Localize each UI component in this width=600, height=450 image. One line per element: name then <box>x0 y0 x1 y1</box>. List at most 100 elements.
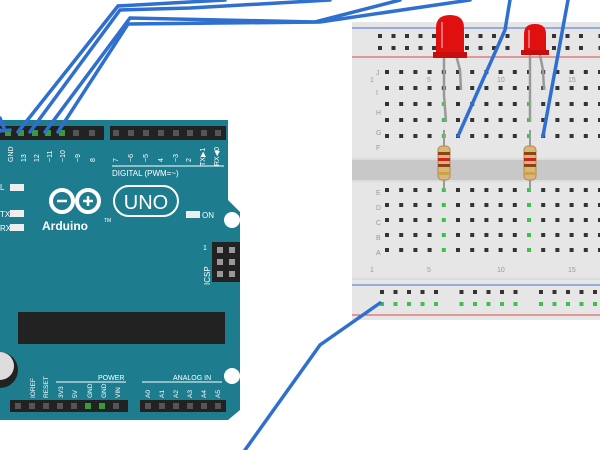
breadboard-hole <box>541 218 546 222</box>
header-socket[interactable] <box>143 130 149 136</box>
breadboard-hole <box>399 218 404 222</box>
column-number: 1 <box>370 77 374 84</box>
breadboard-hole <box>498 233 503 237</box>
wire-pin12[interactable] <box>28 0 332 134</box>
pin-label: ~5 <box>143 154 150 162</box>
row-letter: I <box>376 90 378 97</box>
column-numbers-top: 1 5 10 15 <box>370 77 576 84</box>
breadboard-hole <box>498 188 503 192</box>
header-socket[interactable] <box>29 403 35 409</box>
header-socket[interactable] <box>201 130 207 136</box>
breadboard-hole <box>593 290 597 294</box>
breadboard-hole <box>432 46 436 50</box>
breadboard-hole <box>541 233 546 237</box>
header-socket[interactable] <box>5 130 11 136</box>
breadboard-hole <box>484 203 489 207</box>
resistor-1[interactable] <box>437 130 451 190</box>
header-socket[interactable] <box>18 130 24 136</box>
header-socket[interactable] <box>45 130 51 136</box>
breadboard-hole <box>598 70 600 74</box>
header-socket[interactable] <box>15 403 21 409</box>
breadboard-hole <box>399 134 404 138</box>
resistor-2[interactable] <box>523 130 537 190</box>
header-socket[interactable] <box>187 403 193 409</box>
analog-label: ANALOG IN <box>173 375 211 382</box>
breadboard-hole <box>385 248 389 252</box>
breadboard-hole <box>399 118 404 122</box>
wire-pin10[interactable] <box>56 0 472 134</box>
wire-pin11[interactable] <box>43 0 402 134</box>
pin-label: ~3 <box>173 154 180 162</box>
breadboard-hole <box>385 118 389 122</box>
header-socket[interactable] <box>85 403 91 409</box>
header-socket[interactable] <box>113 130 119 136</box>
breadboard-hole <box>385 218 389 222</box>
breadboard-hole <box>427 218 432 222</box>
header-socket[interactable] <box>201 403 207 409</box>
microcontroller-chip <box>18 312 225 344</box>
header-socket[interactable] <box>128 130 134 136</box>
row-letters-bottom: E D C B A <box>376 190 381 257</box>
breadboard-hole <box>492 46 496 50</box>
header-socket[interactable] <box>215 403 221 409</box>
wire-pin13[interactable] <box>16 0 227 134</box>
breadboard-hole <box>552 34 556 38</box>
breadboard-hole <box>569 233 574 237</box>
breadboard-hole <box>498 218 503 222</box>
breadboard-hole <box>500 290 504 294</box>
breadboard-hole <box>579 46 583 50</box>
header-socket[interactable] <box>32 130 38 136</box>
breadboard-hole <box>598 248 600 252</box>
header-socket[interactable] <box>59 130 65 136</box>
header-socket[interactable] <box>71 403 77 409</box>
resistor-band <box>438 164 450 167</box>
l-led-label: L <box>0 183 5 192</box>
wire-led2[interactable] <box>541 0 570 138</box>
breadboard-hole <box>470 118 475 122</box>
breadboard-hole <box>456 233 460 237</box>
led-2[interactable] <box>521 24 549 122</box>
breadboard-hole <box>427 102 432 106</box>
led-rim <box>521 50 549 55</box>
header-socket[interactable] <box>113 403 119 409</box>
breadboard-hole <box>456 188 460 192</box>
breadboard-hole <box>512 248 517 252</box>
header-socket[interactable] <box>89 130 95 136</box>
breadboard-hole <box>413 233 418 237</box>
icsp-pin <box>229 271 235 277</box>
header-socket[interactable] <box>99 403 105 409</box>
breadboard-hole <box>385 86 389 90</box>
header-socket[interactable] <box>73 130 79 136</box>
breadboard-hole <box>598 233 600 237</box>
breadboard-hole <box>456 218 460 222</box>
breadboard-hole <box>583 134 588 138</box>
column-number: 5 <box>427 267 431 274</box>
header-socket[interactable] <box>159 403 165 409</box>
breadboard-hole <box>569 70 574 74</box>
icsp-pin-one: 1 <box>203 245 207 252</box>
header-socket[interactable] <box>158 130 164 136</box>
led-1[interactable] <box>433 15 467 123</box>
breadboard-hole <box>512 70 517 74</box>
breadboard-hole <box>413 248 418 252</box>
header-socket[interactable] <box>43 403 49 409</box>
arduino-logo-icon <box>49 188 101 214</box>
wire-ground[interactable] <box>243 301 382 450</box>
header-socket[interactable] <box>215 130 221 136</box>
icsp-pin <box>217 259 223 265</box>
breadboard-hole <box>473 302 477 306</box>
header-socket[interactable] <box>173 130 179 136</box>
header-socket[interactable] <box>57 403 63 409</box>
breadboard-hole <box>441 233 446 237</box>
digital-header-left <box>0 126 104 140</box>
header-socket[interactable] <box>145 403 151 409</box>
breadboard-hole <box>598 86 600 90</box>
wire-led1[interactable] <box>456 0 512 138</box>
resistor-band <box>438 158 450 161</box>
trademark: TM <box>104 218 111 224</box>
row-letter: G <box>376 130 381 137</box>
breadboard-hole <box>427 134 432 138</box>
header-socket[interactable] <box>173 403 179 409</box>
breadboard-hole <box>459 290 464 294</box>
header-socket[interactable] <box>187 130 193 136</box>
